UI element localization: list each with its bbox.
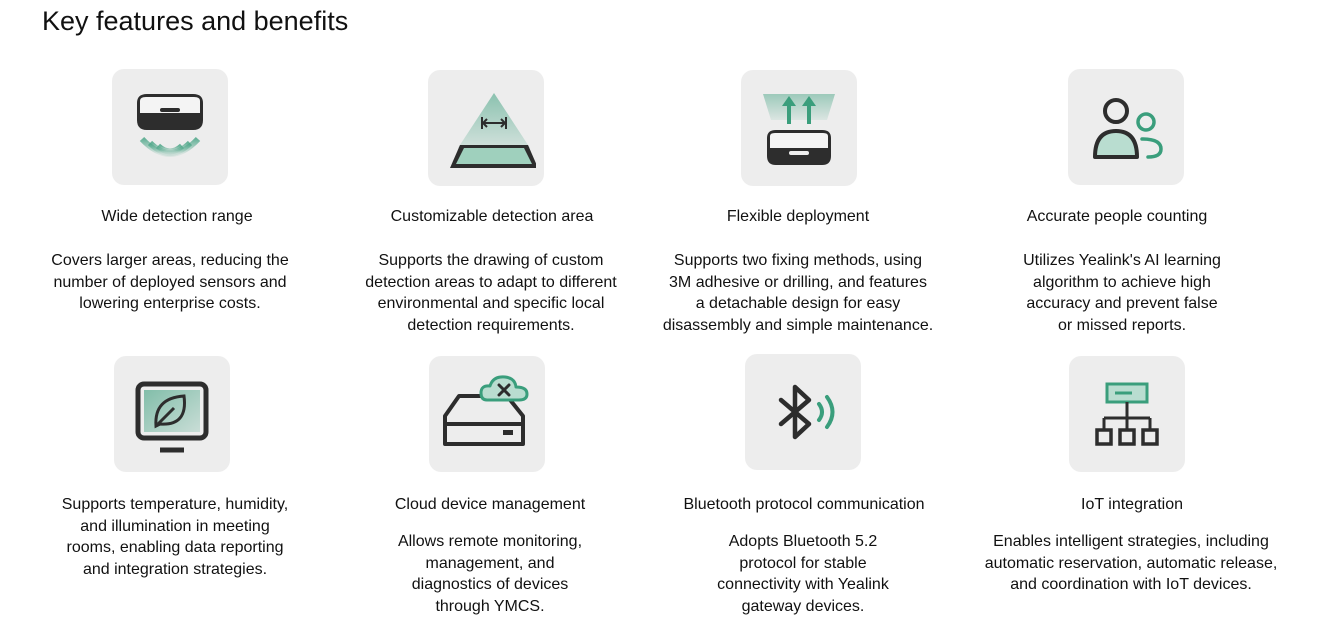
description-line: rooms, enabling data reporting — [66, 539, 284, 556]
feature-description: Covers larger areas, reducing the number… — [30, 250, 310, 315]
description-line: accuracy and prevent false — [1026, 295, 1218, 312]
description-line: Utilizes Yealink's AI learning — [1023, 252, 1221, 269]
description-line: or missed reports. — [1057, 316, 1187, 334]
mount-sensor-icon — [741, 70, 857, 186]
feature-description: Adopts Bluetooth 5.2 protocol for stable… — [668, 531, 938, 617]
description-line: algorithm to achieve high — [1033, 273, 1211, 291]
feature-title: Wide detection range — [101, 208, 253, 225]
iot-network-icon — [1069, 356, 1185, 472]
description-line: Supports two fixing methods, using — [673, 252, 923, 269]
description-line: through YMCS. — [435, 597, 545, 615]
feature-title: Customizable detection area — [390, 208, 594, 225]
description-line: Enables intelligent strategies, includin… — [993, 533, 1269, 550]
description-line: Adopts Bluetooth 5.2 — [728, 533, 878, 550]
monitor-leaf-icon — [114, 356, 230, 472]
description-line: connectivity with Yealink — [717, 576, 889, 593]
description-line: and integration strategies. — [82, 560, 268, 578]
description-line: detection areas to adapt to different — [365, 273, 617, 291]
description-line: management, and — [425, 554, 555, 572]
description-line: Supports temperature, humidity, — [61, 496, 289, 513]
description-line: and illumination in meeting — [80, 517, 270, 535]
description-line: detection requirements. — [407, 316, 575, 334]
description-line: Supports the drawing of custom — [378, 252, 604, 269]
feature-description: Allows remote monitoring, management, an… — [345, 531, 635, 617]
description-line: diagnostics of devices — [411, 576, 569, 593]
description-line: disassembly and simple maintenance. — [662, 316, 934, 334]
description-line: gateway devices. — [741, 597, 865, 615]
description-line: a detachable design for easy — [695, 295, 901, 312]
description-line: lowering enterprise costs. — [79, 295, 261, 312]
description-line: environmental and specific local — [377, 295, 605, 312]
feature-title: Flexible deployment — [726, 208, 870, 225]
feature-title: Accurate people counting — [1026, 208, 1208, 225]
description-line: automatic reservation, automatic release… — [984, 554, 1278, 572]
feature-description: Supports the drawing of custom detection… — [346, 250, 636, 336]
feature-description: Supports two fixing methods, using 3M ad… — [648, 250, 948, 336]
description-line: Allows remote monitoring, — [397, 533, 583, 550]
feature-title: IoT integration — [1081, 496, 1183, 513]
cloud-device-icon — [429, 356, 545, 472]
description-line: number of deployed sensors and — [53, 273, 287, 291]
feature-description: Enables intelligent strategies, includin… — [966, 531, 1296, 596]
description-line: protocol for stable — [739, 554, 867, 572]
detection-area-icon — [428, 70, 544, 186]
feature-description: Utilizes Yealink's AI learning algorithm… — [977, 250, 1267, 336]
feature-title: Cloud device management — [394, 496, 586, 513]
feature-title: Bluetooth protocol communication — [683, 496, 925, 513]
description-line: and coordination with IoT devices. — [1010, 576, 1252, 593]
page-title: Key features and benefits — [42, 6, 349, 36]
bluetooth-icon — [745, 354, 861, 470]
feature-description: Supports temperature, humidity, and illu… — [30, 494, 320, 580]
description-line: 3M adhesive or drilling, and features — [669, 273, 927, 291]
description-line: Covers larger areas, reducing the — [51, 252, 289, 269]
sensor-detection-icon — [112, 69, 228, 185]
people-icon — [1068, 69, 1184, 185]
